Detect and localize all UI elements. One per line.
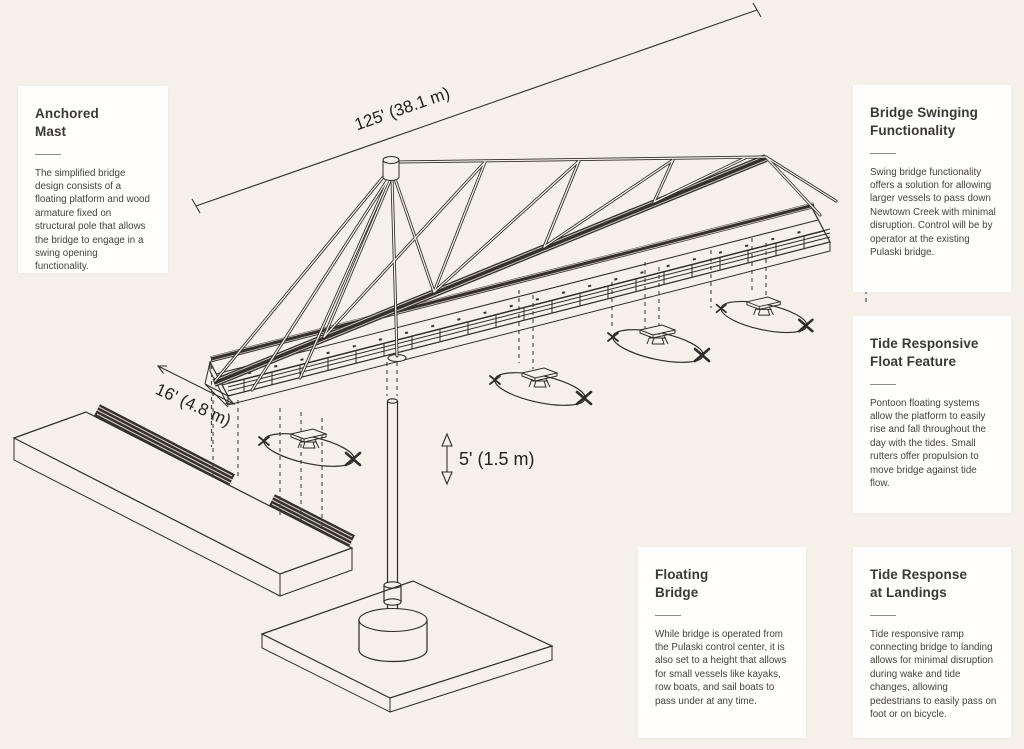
- card-title: Anchored Mast: [35, 106, 99, 139]
- span-dimension-label: 125' (38.1 m): [352, 83, 452, 134]
- card-body: Pontoon floating systems allow the platf…: [870, 397, 987, 490]
- annotation-card-floating-bridge: Floating Bridge While bridge is operated…: [638, 547, 806, 738]
- span-dimension-line: [191, 2, 762, 214]
- card-divider: [870, 383, 896, 385]
- annotation-card-bridge-swinging: Bridge Swinging Functionality Swing brid…: [853, 85, 1011, 292]
- card-divider: [35, 153, 61, 155]
- width-dimension-line: [156, 357, 236, 447]
- card-title: Tide Response at Landings: [870, 567, 968, 600]
- card-divider: [655, 614, 681, 616]
- annotation-card-tide-float: Tide Responsive Float Feature Pontoon fl…: [853, 316, 1011, 513]
- anchored-mast-top: [382, 155, 400, 181]
- clearance-dimension-line: [441, 432, 453, 486]
- width-dimension-label: 16' (4.8 m): [153, 380, 234, 431]
- annotation-card-anchored-mast: Anchored Mast The simplified bridge desi…: [18, 86, 168, 273]
- card-body: Swing bridge functionality offers a solu…: [870, 166, 996, 259]
- clearance-dimension-label: 5' (1.5 m): [459, 449, 534, 469]
- annotation-card-tide-landings: Tide Response at Landings Tide responsiv…: [853, 547, 1011, 738]
- card-divider: [870, 152, 896, 154]
- card-body: The simplified bridge design consists of…: [35, 167, 150, 273]
- landing-platform: [12, 404, 355, 597]
- card-title: Tide Responsive Float Feature: [870, 336, 979, 369]
- card-title: Bridge Swinging Functionality: [870, 105, 978, 138]
- truss-chord-band: [210, 154, 815, 387]
- deck-railing-posts: [243, 235, 805, 392]
- card-title: Floating Bridge: [655, 567, 709, 600]
- card-body: While bridge is operated from the Pulask…: [655, 628, 787, 707]
- structural-pole: [383, 398, 402, 620]
- card-divider: [870, 614, 896, 616]
- card-body: Tide responsive ramp connecting bridge t…: [870, 628, 997, 721]
- pontoon-floats: [257, 294, 814, 475]
- base-platform: [260, 580, 554, 713]
